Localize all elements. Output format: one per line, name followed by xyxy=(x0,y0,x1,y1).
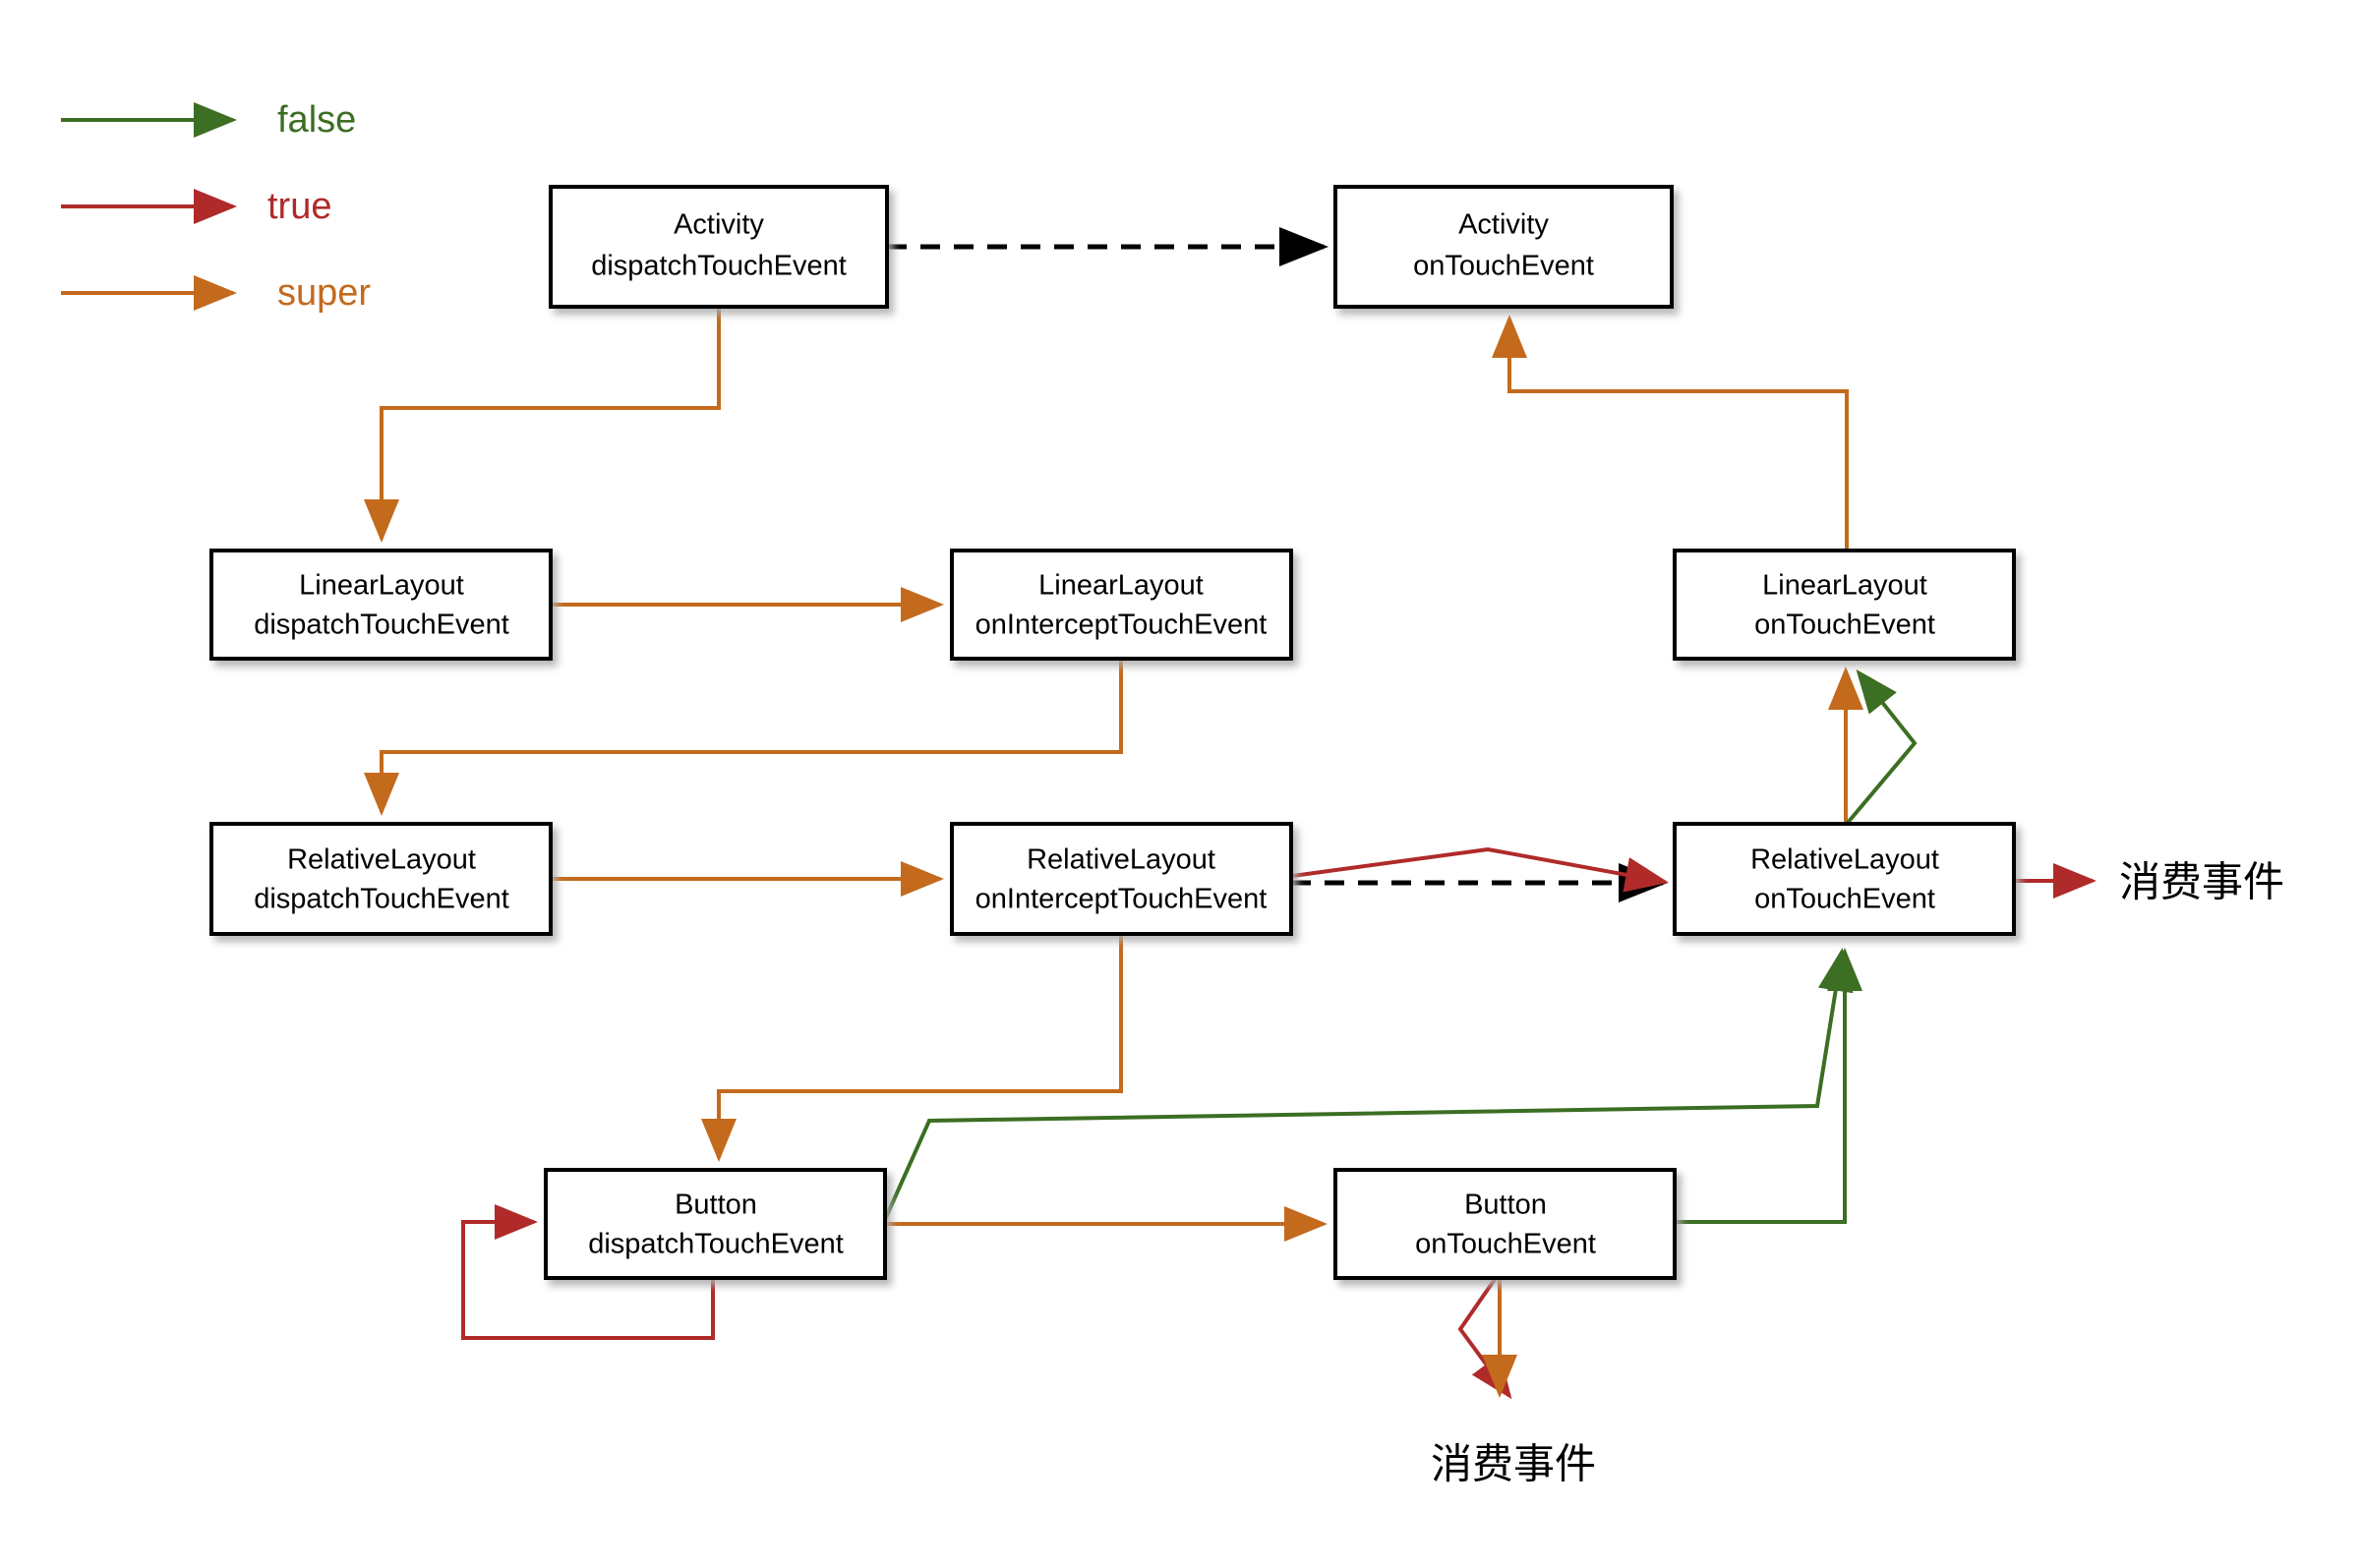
node-relativelayout-ontouch-line2: onTouchEvent xyxy=(1754,884,1935,915)
node-button-ontouch-line2: onTouchEvent xyxy=(1415,1229,1596,1260)
edge-linearlayout-onintercept-to-relativelayout-dispatch xyxy=(364,659,1123,816)
legend-row-false: false xyxy=(61,99,356,141)
node-linearlayout-ontouch-line1: LinearLayout xyxy=(1762,570,1927,602)
node-relativelayout-ontouch[interactable]: RelativeLayout onTouchEvent xyxy=(1673,822,2016,936)
node-button-dispatch-line1: Button xyxy=(675,1190,757,1221)
legend-label-super: super xyxy=(277,272,371,314)
annotations-layer: 消费事件 消费事件 xyxy=(1431,858,2284,1488)
edge-activity-dispatch-to-linearlayout-dispatch xyxy=(364,307,721,543)
edge-button-dispatch-to-relativelayout-ontouch-false xyxy=(881,948,1854,1225)
edge-relativelayout-onintercept-to-ontouch-true xyxy=(1284,846,1669,893)
node-button-dispatch[interactable]: Button dispatchTouchEvent xyxy=(544,1168,887,1280)
node-activity-ontouch-line1: Activity xyxy=(1458,209,1549,241)
nodes-layer: Activity dispatchTouchEvent Activity onT… xyxy=(209,185,2016,1280)
node-activity-dispatch-line1: Activity xyxy=(674,209,764,241)
node-linearlayout-ontouch-rect[interactable] xyxy=(1673,549,2016,661)
node-relativelayout-dispatch-line1: RelativeLayout xyxy=(287,844,476,876)
node-linearlayout-dispatch[interactable]: LinearLayout dispatchTouchEvent xyxy=(209,549,553,661)
legend-row-super: super xyxy=(61,272,371,314)
node-button-dispatch-rect[interactable] xyxy=(544,1168,887,1280)
node-linearlayout-ontouch[interactable]: LinearLayout onTouchEvent xyxy=(1673,549,2016,661)
edges-layer xyxy=(364,227,2097,1400)
node-linearlayout-dispatch-line1: LinearLayout xyxy=(299,570,464,602)
node-linearlayout-dispatch-line2: dispatchTouchEvent xyxy=(254,610,509,641)
node-relativelayout-onintercept-line1: RelativeLayout xyxy=(1027,844,1215,876)
edge-relativelayout-ontouch-to-linearlayout-ontouch-false xyxy=(1845,668,1918,826)
edge-button-ontouch-to-consume-true xyxy=(1457,1276,1512,1400)
node-relativelayout-ontouch-line1: RelativeLayout xyxy=(1750,844,1939,876)
node-linearlayout-onintercept-line1: LinearLayout xyxy=(1038,570,1204,602)
node-activity-ontouch-line2: onTouchEvent xyxy=(1413,251,1594,282)
node-activity-dispatch-rect[interactable] xyxy=(549,185,889,309)
node-relativelayout-onintercept[interactable]: RelativeLayout onInterceptTouchEvent xyxy=(950,822,1293,936)
node-linearlayout-onintercept-line2: onInterceptTouchEvent xyxy=(975,610,1268,641)
edge-relativelayout-onintercept-to-button-dispatch xyxy=(701,934,1123,1162)
node-relativelayout-onintercept-rect[interactable] xyxy=(950,822,1293,936)
node-relativelayout-dispatch-line2: dispatchTouchEvent xyxy=(254,884,509,915)
node-button-ontouch-rect[interactable] xyxy=(1333,1168,1677,1280)
legend-label-true: true xyxy=(267,186,331,227)
node-linearlayout-onintercept-rect[interactable] xyxy=(950,549,1293,661)
edge-button-dispatch-self-loop xyxy=(461,1204,715,1340)
legend: false true super xyxy=(61,99,371,314)
node-activity-ontouch-rect[interactable] xyxy=(1333,185,1674,309)
legend-label-false: false xyxy=(277,99,356,141)
node-button-dispatch-line2: dispatchTouchEvent xyxy=(588,1229,844,1260)
node-activity-dispatch[interactable]: Activity dispatchTouchEvent xyxy=(549,185,889,309)
node-relativelayout-ontouch-rect[interactable] xyxy=(1673,822,2016,936)
node-activity-ontouch[interactable]: Activity onTouchEvent xyxy=(1333,185,1674,309)
node-button-ontouch[interactable]: Button onTouchEvent xyxy=(1333,1168,1677,1280)
legend-row-true: true xyxy=(61,186,331,227)
edge-linearlayout-ontouch-to-activity-ontouch xyxy=(1492,315,1849,551)
node-button-ontouch-line1: Button xyxy=(1464,1190,1547,1221)
node-linearlayout-onintercept[interactable]: LinearLayout onInterceptTouchEvent xyxy=(950,549,1293,661)
node-relativelayout-dispatch[interactable]: RelativeLayout dispatchTouchEvent xyxy=(209,822,553,936)
node-activity-dispatch-line2: dispatchTouchEvent xyxy=(591,251,847,282)
annotation-consume-event-right: 消费事件 xyxy=(2119,858,2284,906)
node-relativelayout-onintercept-line2: onInterceptTouchEvent xyxy=(975,884,1268,915)
node-linearlayout-ontouch-line2: onTouchEvent xyxy=(1754,610,1935,641)
node-linearlayout-dispatch-rect[interactable] xyxy=(209,549,553,661)
annotation-consume-event-bottom: 消费事件 xyxy=(1431,1440,1596,1488)
node-relativelayout-dispatch-rect[interactable] xyxy=(209,822,553,936)
edge-button-ontouch-to-relativelayout-ontouch-false xyxy=(1672,948,1862,1224)
